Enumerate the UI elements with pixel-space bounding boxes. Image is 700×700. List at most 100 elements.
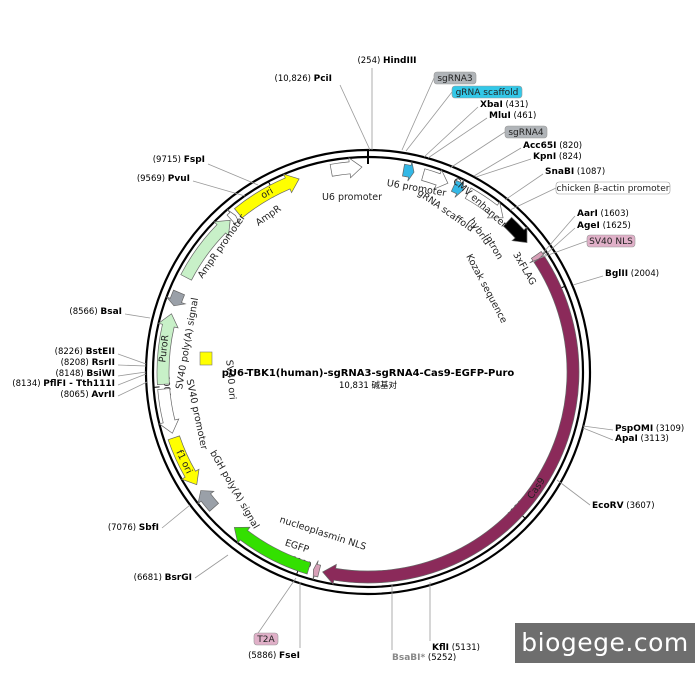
site-position: (9569) bbox=[137, 174, 168, 184]
site-name: PvuI bbox=[168, 174, 190, 184]
site-name: FspI bbox=[184, 155, 205, 165]
leader-bsai bbox=[124, 313, 151, 319]
inner-lbl-sv40ori: SV40 ori bbox=[223, 359, 237, 400]
inner-lbl-3xflag: 3xFLAG bbox=[510, 250, 538, 287]
leader-sbfi bbox=[161, 504, 191, 529]
leader-bsrgi bbox=[194, 554, 229, 579]
site-name: EcoRV bbox=[592, 501, 624, 511]
tag-box-grna-scaffold bbox=[451, 85, 523, 99]
site-name: XbaI bbox=[480, 100, 503, 110]
feature-hybrid bbox=[502, 216, 528, 243]
feature-f1 bbox=[167, 435, 200, 486]
leader-avrii bbox=[117, 381, 148, 397]
tag-sv40-nls: SV40 NLS bbox=[589, 237, 633, 247]
feature-u6 bbox=[329, 157, 363, 179]
leader-acc65i bbox=[473, 147, 522, 177]
site-name: AarI bbox=[577, 209, 598, 219]
site-name: BsiWI bbox=[86, 369, 115, 379]
site-leader-lines bbox=[117, 68, 614, 650]
tag-sgrna3: sgRNA3 bbox=[437, 74, 472, 84]
site-position: (820) bbox=[557, 141, 583, 151]
inner-lbl-sv40p: SV40 promoter bbox=[184, 378, 210, 451]
leader-mlui bbox=[427, 117, 488, 159]
site-bsrgi: (6681) BsrGI bbox=[134, 573, 192, 583]
feature-cmv bbox=[464, 187, 504, 219]
tag-leader-sgrna3 bbox=[401, 77, 435, 151]
site-pvui: (9569) PvuI bbox=[137, 174, 190, 184]
site-name: BsaI bbox=[100, 307, 122, 317]
sv40-ori-marker bbox=[199, 351, 213, 366]
site-bsai: (8566) BsaI bbox=[69, 307, 122, 317]
site-position: (6681) bbox=[134, 573, 165, 583]
leader-pvui bbox=[192, 180, 246, 197]
leader-ecorv bbox=[556, 479, 591, 506]
tag-box-chicken-actin-promoter bbox=[555, 181, 671, 195]
tag-leader-sv40-nls bbox=[539, 240, 588, 259]
site-position: (824) bbox=[556, 152, 582, 162]
tag-box-sv40-nls bbox=[586, 234, 636, 248]
site-position: (7076) bbox=[108, 523, 139, 533]
tag-box-sgrna4 bbox=[504, 125, 548, 139]
site-position: (8566) bbox=[69, 307, 100, 317]
site-acc65i: Acc65I (820) bbox=[523, 141, 582, 151]
site-fspi: (9715) FspI bbox=[153, 155, 205, 165]
site-position: (8134) bbox=[12, 379, 43, 389]
site-aari: AarI (1603) bbox=[577, 209, 629, 219]
feature-ampr bbox=[180, 219, 231, 281]
site-name: KpnI bbox=[533, 152, 556, 162]
site-name: SbfI bbox=[139, 523, 159, 533]
site-position: (1625) bbox=[600, 221, 631, 231]
leader-snabi bbox=[504, 173, 544, 201]
leader-xbai bbox=[423, 106, 479, 158]
site-bsiwi: (8148) BsiWI bbox=[55, 369, 115, 379]
site-position: (461) bbox=[511, 111, 537, 121]
site-sbfi: (7076) SbfI bbox=[108, 523, 159, 533]
site-kfli: KflI (5131) bbox=[432, 643, 480, 653]
feature-label-ori: ori bbox=[259, 186, 275, 202]
feature-nls2 bbox=[312, 560, 322, 580]
site-bsabi-: BsaBI* (5252) bbox=[392, 653, 456, 663]
site-bsteii: (8226) BstEII bbox=[55, 347, 115, 357]
leader-kpni bbox=[475, 158, 532, 178]
feature-egfp bbox=[233, 526, 312, 575]
restriction-sites: (254) HindIII(10,826) PciI(9715) FspI(95… bbox=[12, 56, 684, 663]
site-name: Acc65I bbox=[523, 141, 557, 151]
feature-label-puro: PuroR bbox=[157, 334, 171, 363]
leader-aari bbox=[542, 215, 576, 254]
site-pspomi: PspOMI (3109) bbox=[615, 424, 684, 434]
site-position: (2004) bbox=[628, 269, 659, 279]
inner-lbl-ampr: AmpR bbox=[254, 203, 284, 229]
site-name: PflFI - Tth111I bbox=[43, 379, 115, 389]
leader-fspi bbox=[207, 163, 259, 186]
site-ecorv: EcoRV (3607) bbox=[592, 501, 655, 511]
feature-puro bbox=[156, 313, 179, 386]
feature-ori bbox=[233, 173, 300, 219]
leader-bsteii bbox=[117, 353, 147, 365]
site-snabi: SnaBI (1087) bbox=[545, 167, 605, 177]
site-position: (9715) bbox=[153, 155, 184, 165]
site-position: (8065) bbox=[60, 390, 91, 400]
site-name: BglII bbox=[605, 269, 628, 279]
tag-leader-chicken-actin-promoter bbox=[509, 187, 557, 211]
feature-bgh bbox=[197, 490, 220, 512]
tag-chicken-actin-promoter: chicken β-actin promoter bbox=[557, 184, 670, 194]
feature-ampp bbox=[226, 209, 241, 225]
feature-u6b bbox=[421, 168, 449, 190]
site-xbai: XbaI (431) bbox=[480, 100, 528, 110]
leader-agei bbox=[544, 227, 576, 256]
plasmid-title: pU6-TBK1(human)-sgRNA3-sgRNA4-Cas9-EGFP-… bbox=[222, 368, 515, 379]
site-position: (8226) bbox=[55, 347, 86, 357]
site-pcii: (10,826) PciI bbox=[275, 74, 332, 84]
site-name: AgeI bbox=[577, 221, 600, 231]
tag-t2a: T2A bbox=[256, 635, 275, 645]
feature-sv40pa bbox=[165, 289, 187, 307]
site-name: BstEII bbox=[86, 347, 115, 357]
feature-grna4 bbox=[450, 179, 465, 198]
leader-bsiwi bbox=[117, 371, 147, 377]
site-apai: ApaI (3113) bbox=[615, 434, 669, 444]
site-position: (3607) bbox=[624, 501, 655, 511]
site-agei: AgeI (1625) bbox=[577, 221, 631, 231]
